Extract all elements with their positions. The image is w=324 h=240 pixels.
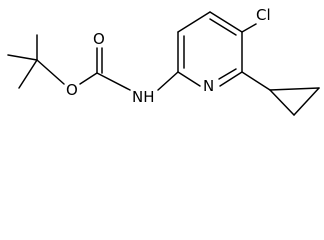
bond-tbu-oxygen bbox=[36, 59, 65, 85]
ring-bond-c4-c5 bbox=[209, 11, 243, 33]
bond-ring-cyclopropyl bbox=[241, 71, 271, 91]
ring-bond-c6-n bbox=[219, 71, 243, 87]
bond-tbu-methyl-left bbox=[7, 54, 38, 61]
label-amine-nh: NH bbox=[132, 88, 155, 106]
chemical-structure: O O NH N Cl bbox=[7, 6, 320, 116]
substituents bbox=[241, 23, 271, 91]
bond-oxygen-carbonyl-carbon bbox=[79, 72, 98, 85]
label-oxygen-carbonyl: O bbox=[93, 30, 105, 48]
bond-nitrogen-ring bbox=[157, 71, 179, 91]
label-oxygen-ester: O bbox=[66, 81, 78, 99]
bond-carbonyl-nitrogen bbox=[96, 72, 131, 91]
cyclopropyl-bond-bottom bbox=[293, 87, 320, 116]
tert-butyl-group bbox=[7, 34, 65, 89]
ring-bond-c3-c4 bbox=[177, 11, 211, 33]
cyclopropyl-bond-left bbox=[269, 89, 295, 116]
ring-bond-c6-n-inner bbox=[218, 68, 237, 80]
pyridine-ring bbox=[177, 11, 243, 87]
carbamate-group bbox=[79, 47, 179, 91]
ring-bond-n-c2 bbox=[177, 71, 201, 87]
cyclopropyl-ring bbox=[269, 87, 320, 116]
label-chlorine: Cl bbox=[256, 6, 271, 24]
label-ring-nitrogen: N bbox=[203, 77, 214, 95]
bond-ring-chlorine bbox=[241, 23, 257, 33]
ring-bond-c4-c5-inner bbox=[209, 18, 237, 36]
cyclopropyl-bond-top bbox=[269, 87, 320, 91]
bond-tbu-methyl-bottom bbox=[18, 59, 38, 89]
